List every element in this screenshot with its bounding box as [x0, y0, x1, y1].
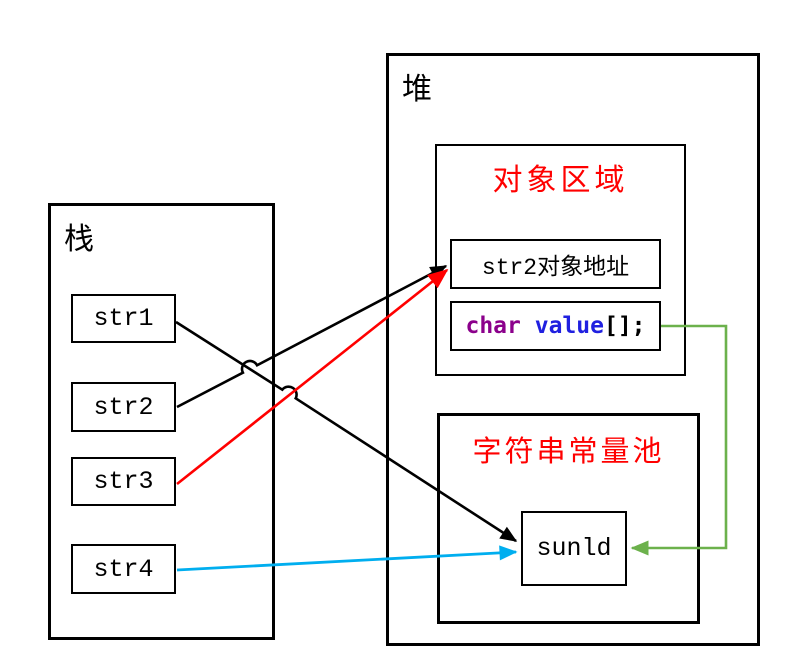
arrow-str1-to-literal [175, 320, 518, 543]
stack-var-str3-label: str3 [93, 467, 154, 496]
code-punctuation: []; [603, 313, 646, 339]
stack-var-str4-label: str4 [93, 554, 154, 584]
stack-var-str1-label: str1 [93, 304, 154, 333]
char-value-code-box: char value[]; [450, 301, 661, 351]
object-area-box: 对象区域 [435, 144, 686, 376]
constant-pool-box: 字符串常量池 [437, 413, 700, 624]
constant-pool-title: 字符串常量池 [472, 434, 665, 468]
arrow-str4-to-literal [176, 545, 518, 572]
string-literal-box: sunld [521, 511, 627, 586]
heap-label: 堆 [402, 72, 432, 107]
heap-region-box: 堆 [386, 53, 760, 646]
str2-object-address-label: str2对象地址 [481, 255, 630, 281]
stack-var-str2-label: str2 [93, 392, 154, 422]
arrow-str3-to-object-address [176, 268, 449, 486]
stack-var-str3: str3 [71, 457, 176, 506]
object-area-title: 对象区域 [492, 163, 629, 198]
stack-var-str1: str1 [71, 294, 176, 343]
string-literal-label: sunld [536, 534, 612, 563]
code-identifier: value [534, 313, 604, 339]
stack-region-box: 栈 [48, 203, 275, 640]
arrow-value-to-literal [630, 324, 728, 556]
str2-object-address-box: str2对象地址 [450, 239, 661, 289]
code-keyword: char [465, 313, 521, 339]
stack-var-str4: str4 [71, 544, 176, 594]
arrow-str2-to-object-address [176, 264, 448, 409]
stack-var-str2: str2 [71, 382, 176, 432]
stack-label: 栈 [64, 222, 94, 257]
